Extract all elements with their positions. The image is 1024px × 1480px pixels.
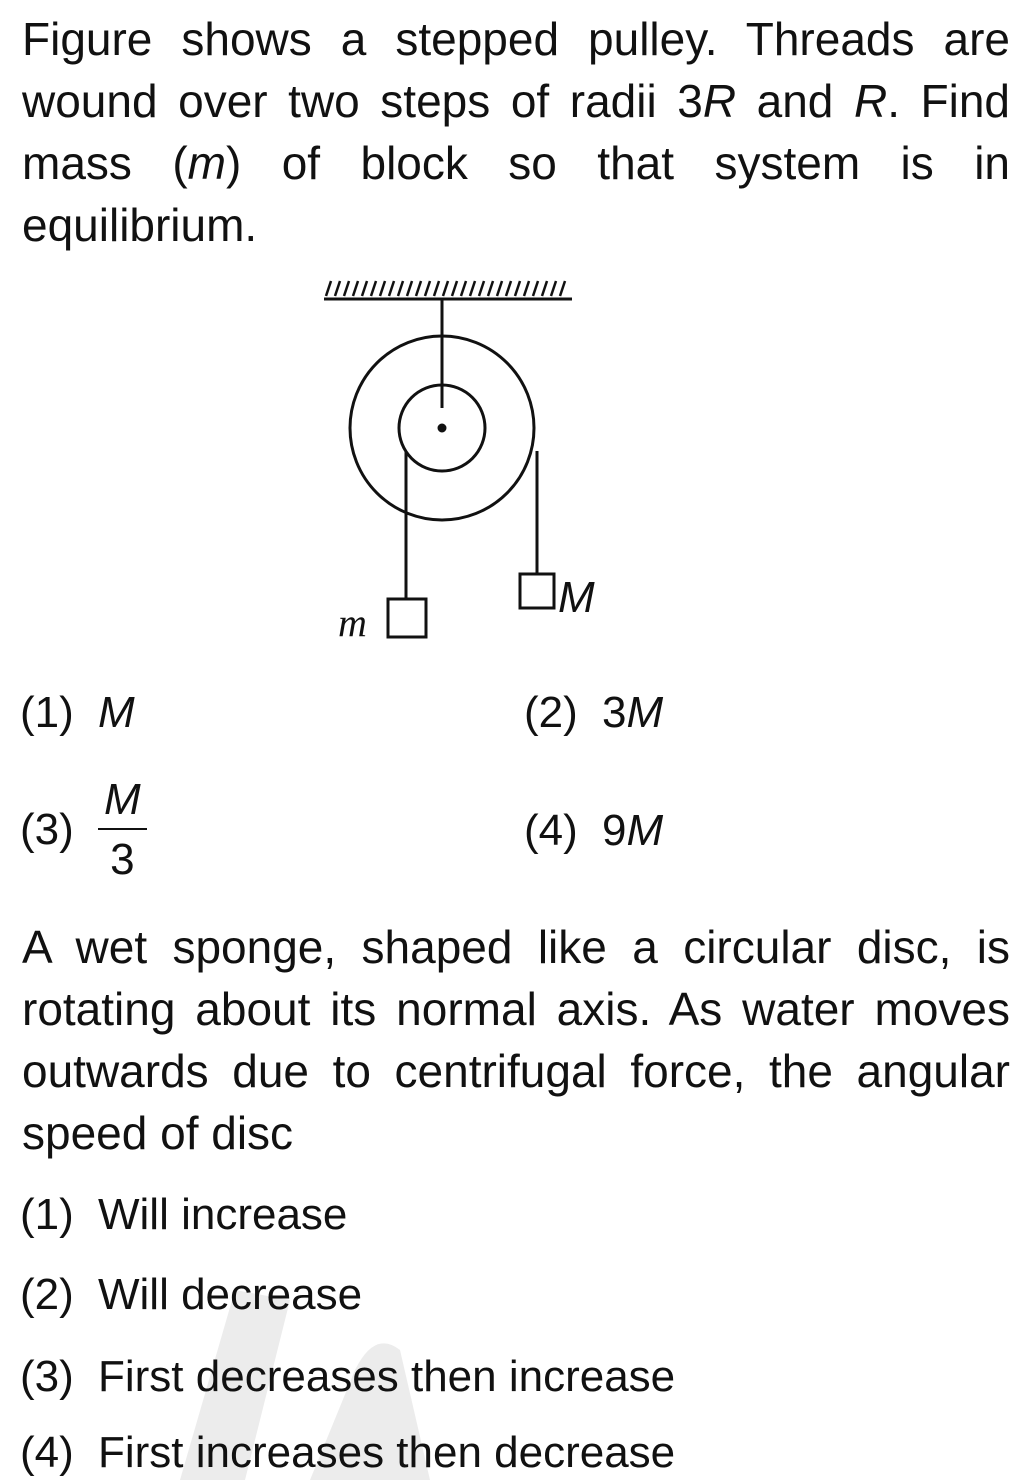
option-number: (4) <box>20 1428 74 1477</box>
q2-option-3[interactable]: (3) First decreases then increase <box>20 1352 675 1402</box>
option-number: (3) <box>20 805 74 854</box>
option-coefficient: 9 <box>602 806 627 855</box>
fraction-denominator: 3 <box>110 835 135 884</box>
label-m: m <box>338 600 367 645</box>
label-M: M <box>558 573 595 622</box>
option-variable: M <box>626 688 664 737</box>
option-number: (1) <box>20 688 74 737</box>
fraction-numerator: M <box>98 778 147 830</box>
option-text: First decreases then increase <box>98 1352 676 1401</box>
option-coefficient: 3 <box>602 688 627 737</box>
q1-option-4[interactable]: (4) 9M <box>524 806 663 856</box>
q1-option-1[interactable]: (1) M <box>20 688 135 738</box>
pulley-axle <box>437 423 447 433</box>
ceiling-hatching <box>324 280 567 297</box>
option-number: (2) <box>524 688 578 737</box>
option-number: (4) <box>524 806 578 855</box>
option-variable: M <box>626 806 664 855</box>
q2-option-2[interactable]: (2) Will decrease <box>20 1270 362 1320</box>
q1-option-2[interactable]: (2) 3M <box>524 688 663 738</box>
watermark-logo <box>180 1290 430 1480</box>
option-value: M <box>98 688 135 737</box>
option-text: Will increase <box>98 1190 348 1239</box>
question-2-text: A wet sponge, shaped like a circular dis… <box>22 921 1010 1159</box>
block-m <box>386 597 428 639</box>
q2-option-1[interactable]: (1) Will increase <box>20 1190 347 1240</box>
option-number: (2) <box>20 1270 74 1319</box>
option-number: (3) <box>20 1352 74 1401</box>
question-1-text: Figure shows a stepped pulley. Threads a… <box>22 13 1011 251</box>
block-M <box>518 572 556 610</box>
option-text: First increases then decrease <box>98 1428 676 1477</box>
option-number: (1) <box>20 1190 74 1239</box>
stepped-pulley-diagram: m M <box>324 280 595 645</box>
outer-pulley-step <box>348 334 536 522</box>
inner-pulley-step <box>397 383 487 473</box>
q2-option-4[interactable]: (4) First increases then decrease <box>20 1428 675 1478</box>
option-text: Will decrease <box>98 1270 363 1319</box>
